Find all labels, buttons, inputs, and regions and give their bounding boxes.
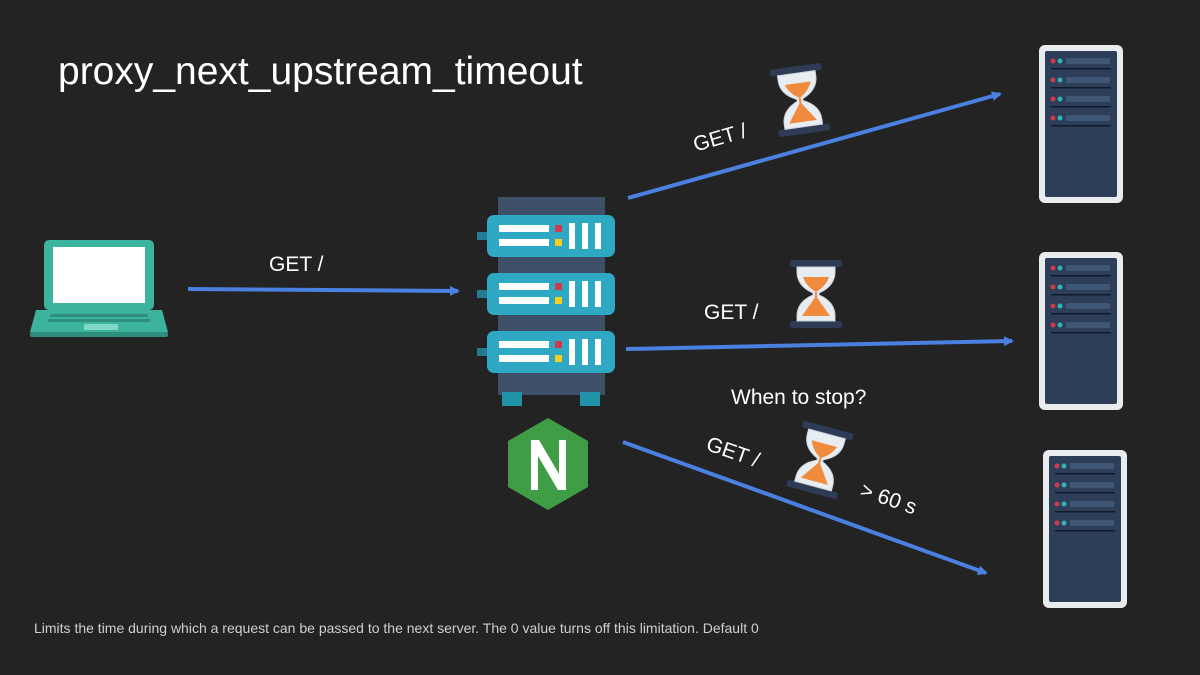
page-title: proxy_next_upstream_timeout <box>58 50 583 93</box>
proxy-to-upstream-2-arrow <box>625 336 1014 351</box>
laptop-icon <box>30 240 168 337</box>
question-label: When to stop? <box>731 386 867 409</box>
upstream-2-request-label: GET / <box>704 301 759 324</box>
proxy-to-upstream-3-arrow <box>622 440 988 575</box>
footnote: Limits the time during which a request c… <box>34 620 759 636</box>
nginx-logo-icon <box>508 418 588 510</box>
hourglass-icon <box>769 62 831 138</box>
server-tower-icon <box>1043 450 1127 608</box>
hourglass-icon <box>785 419 855 501</box>
server-tower-icon <box>1039 252 1123 410</box>
client-to-proxy-arrow <box>187 285 460 296</box>
client-request-label: GET / <box>269 253 324 276</box>
server-rack-icon <box>477 197 615 406</box>
hourglass-icon <box>789 259 843 329</box>
proxy-to-upstream-1-arrow <box>627 91 1002 200</box>
server-tower-icon <box>1039 45 1123 203</box>
